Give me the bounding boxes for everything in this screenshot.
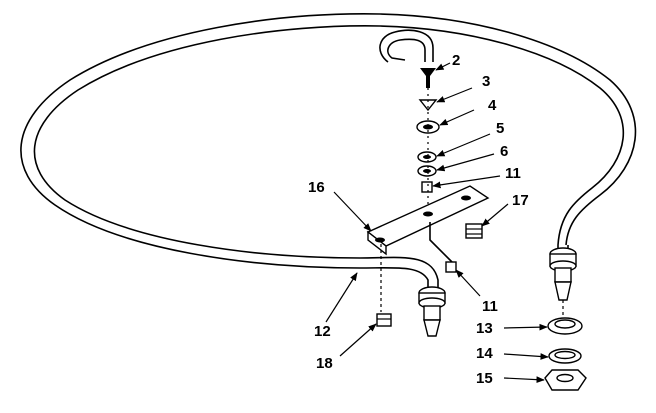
part-17-clip (465, 223, 483, 239)
part-16-bracket (366, 185, 490, 263)
callout-11-upper: 11 (505, 165, 521, 182)
part-2-screw (420, 68, 436, 88)
part-18-clip (376, 244, 392, 327)
part-4-washer (416, 120, 440, 134)
part-5-washer (417, 151, 437, 163)
heating-element (20, 13, 637, 292)
part-11-nut-lower (445, 261, 457, 273)
callout-13: 13 (476, 320, 493, 337)
part-13-ring (547, 317, 583, 335)
callout-14: 14 (476, 345, 493, 362)
left-terminal (418, 286, 446, 337)
callout-6: 6 (500, 143, 508, 160)
callout-5: 5 (496, 120, 504, 137)
callout-11-lower: 11 (482, 298, 498, 315)
callout-16: 16 (308, 179, 325, 196)
callout-2: 2 (452, 52, 460, 69)
callout-3: 3 (482, 73, 490, 90)
part-14-washer (548, 348, 582, 364)
callout-18: 18 (316, 355, 333, 372)
callout-12: 12 (314, 323, 331, 340)
right-terminal (549, 247, 577, 316)
part-6-washer (417, 165, 437, 177)
callout-17: 17 (512, 192, 529, 209)
callout-15: 15 (476, 370, 493, 387)
leader-lines (325, 62, 549, 383)
support-hook (379, 29, 434, 63)
part-15-hex-nut (544, 369, 587, 391)
callout-4: 4 (488, 97, 497, 114)
part-11-nut-upper (421, 181, 433, 193)
